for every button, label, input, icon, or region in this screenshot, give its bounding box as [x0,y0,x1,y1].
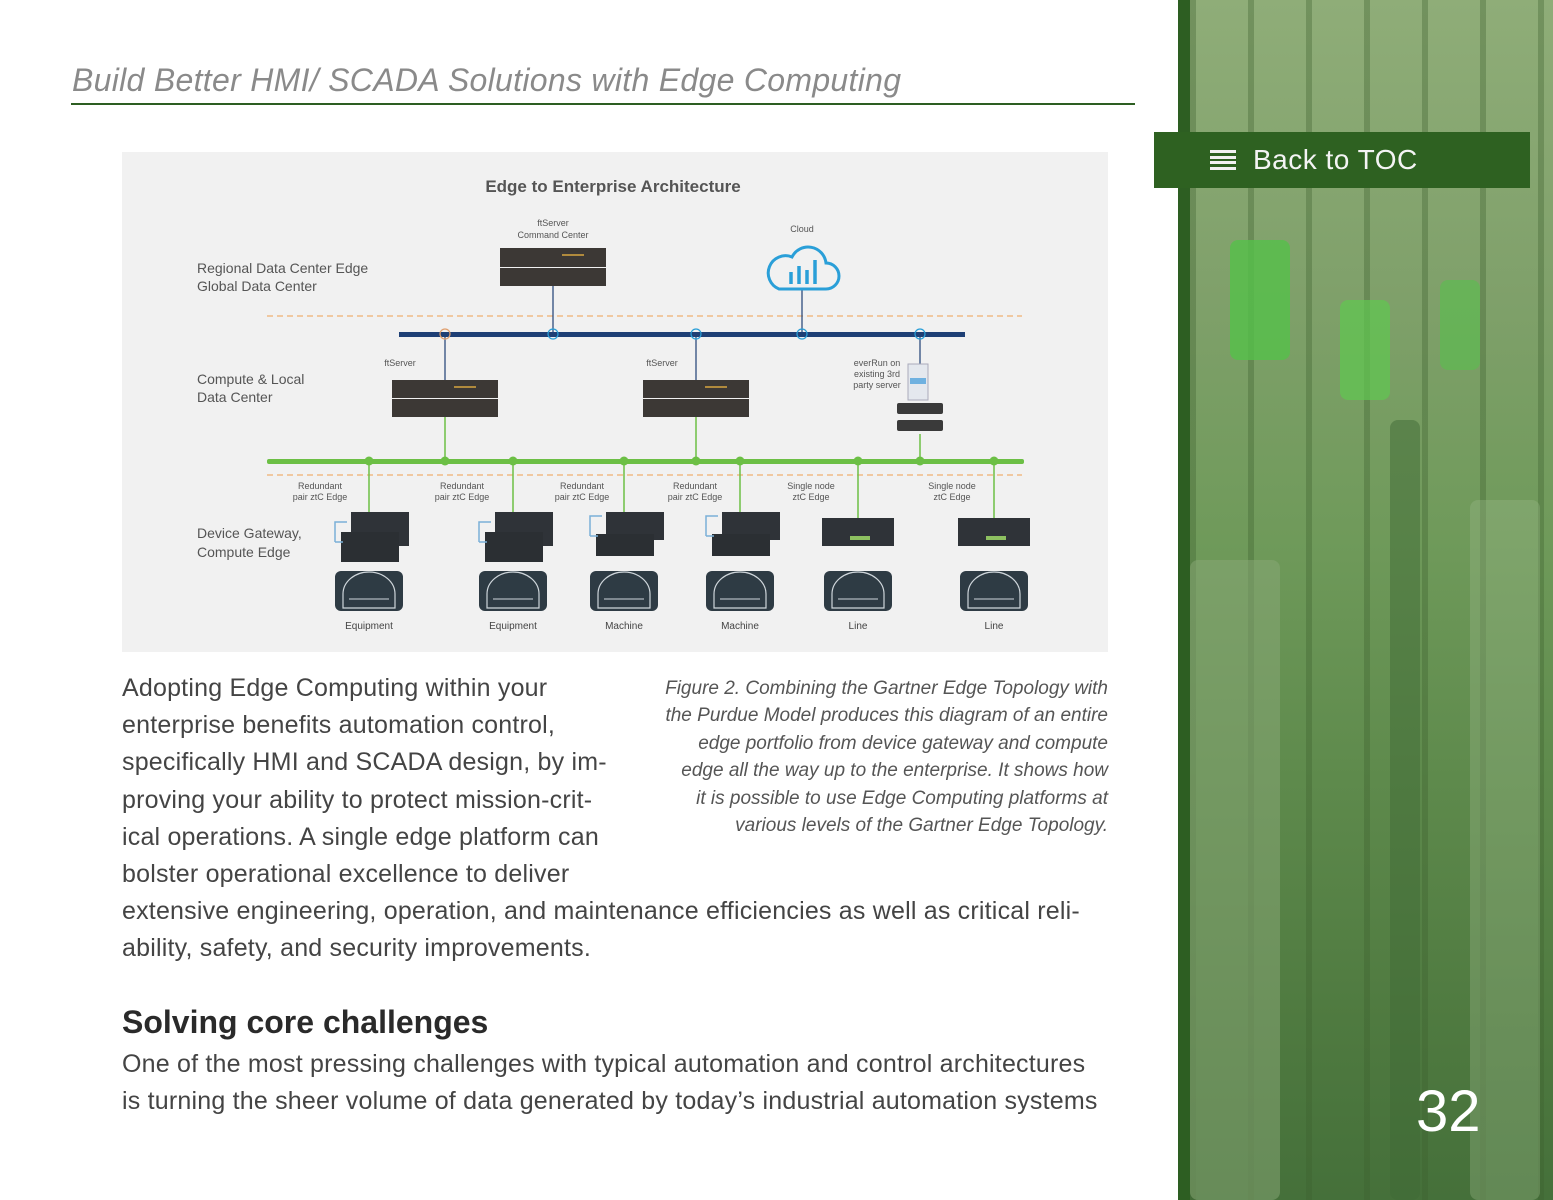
asset-label: Equipment [345,621,393,632]
body-text-line: ability, safety, and security improvemen… [122,934,591,963]
document-header-title: Build Better HMI/ SCADA Solutions with E… [72,62,902,98]
section-text-line: One of the most pressing challenges with… [122,1050,1086,1078]
edge-label: Redundant [560,481,605,491]
asset-label: Line [849,621,868,632]
machine-icon [590,571,658,611]
ftserver-icon [643,380,749,417]
asset-label: Machine [721,621,759,632]
body-text-line: proving your ability to protect mission-… [122,785,593,814]
asset-label: Line [985,621,1004,632]
edge-label: pair ztC Edge [555,492,610,502]
line-icon [960,571,1028,611]
redundant-edge-device-icon [478,512,553,562]
body-text-line: enterprise benefits automation control, [122,711,556,740]
diagram-title: Edge to Enterprise Architecture [485,177,740,196]
body-text-line: ical operations. A single edge platform … [122,822,599,851]
third-party-server-icon [897,363,943,431]
tier-label: Device Gateway, [197,525,302,541]
everrun-label: existing 3rd [854,369,900,379]
caption-line: edge portfolio from device gateway and c… [698,732,1108,754]
asset-label: Machine [605,621,643,632]
edge-label: pair ztC Edge [435,492,490,502]
edge-label: ztC Edge [933,492,970,502]
equipment-icon [479,571,547,611]
section-text-line: is turning the sheer volume of data gene… [122,1087,1098,1115]
asset-label: Equipment [489,621,537,632]
cloud-label: Cloud [790,224,814,234]
caption-line: the Purdue Model produces this diagram o… [665,705,1108,727]
redundant-edge-device-icon [334,512,409,562]
back-to-toc-button[interactable]: Back to TOC [1154,132,1530,188]
plant-bus [267,459,1024,464]
body-text-line: specifically HMI and SCADA design, by im… [122,748,607,777]
body-text-line: Adopting Edge Computing within your [122,674,548,702]
architecture-diagram: Edge to Enterprise Architecture Regional… [122,152,1108,652]
ftserver-command-center-icon [500,248,606,286]
caption-line: Figure 2. Combining the Gartner Edge Top… [665,678,1108,699]
edge-label: Redundant [298,481,343,491]
command-center-label: Command Center [517,230,588,240]
tier-label: Compute Edge [197,544,291,560]
ftserver-label: ftServer [384,358,416,368]
everrun-label: everRun on [854,358,901,368]
edge-device-icon [958,518,1030,546]
body-text-line: bolster operational excellence to delive… [122,860,570,888]
tier-label: Data Center [197,389,273,405]
enterprise-bus [399,332,965,337]
ftserver-icon [392,380,498,417]
edge-label: ztC Edge [792,492,829,502]
back-to-toc-label: Back to TOC [1253,144,1418,175]
edge-label: Redundant [673,481,718,491]
edge-label: Redundant [440,481,485,491]
ftserver-label: ftServer [646,358,678,368]
equipment-icon [335,571,403,611]
page-number: 32 [1416,1079,1481,1144]
edge-label: pair ztC Edge [293,492,348,502]
edge-label: pair ztC Edge [668,492,723,502]
tier-label: Regional Data Center Edge [197,260,368,276]
redundant-edge-device-icon [705,512,780,556]
edge-label: Single node [787,481,835,491]
section-heading: Solving core challenges [122,1004,489,1040]
line-icon [824,571,892,611]
everrun-label: party server [853,380,901,390]
caption-line: it is possible to use Edge Computing pla… [696,787,1108,809]
header-rule [71,103,1135,105]
machine-icon [706,571,774,611]
tier-label: Compute & Local [197,371,304,387]
cloud-icon [766,245,841,291]
tier-label: Global Data Center [197,278,317,294]
caption-line: various levels of the Gartner Edge Topol… [735,815,1108,836]
caption-line: edge all the way up to the enterprise. I… [681,760,1108,782]
edge-device-icon [822,518,894,546]
factory-photo [1190,0,1553,1200]
command-center-label: ftServer [537,218,569,228]
redundant-edge-device-icon [589,512,664,556]
body-text-line: extensive engineering, operation, and ma… [122,897,1080,926]
list-icon [1210,150,1236,170]
edge-label: Single node [928,481,976,491]
